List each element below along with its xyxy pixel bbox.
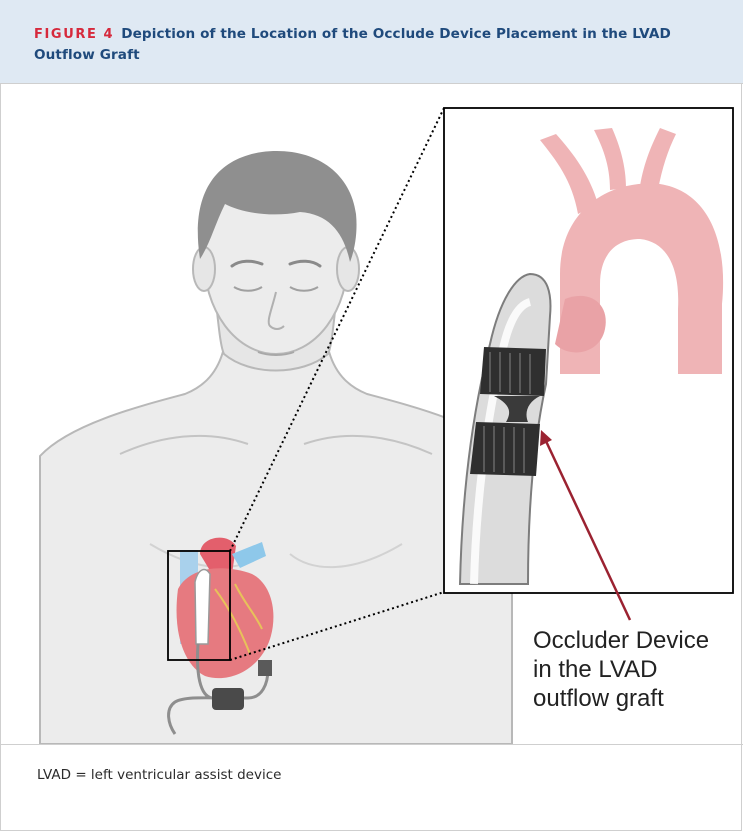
outflow-graft-small [195, 570, 210, 644]
callout-line-3: outflow graft [533, 685, 664, 712]
figure-caption: LVAD = left ventricular assist device [37, 767, 281, 783]
zoom-inset [444, 108, 733, 593]
torso [40, 348, 512, 744]
lvad-inlet [258, 660, 272, 676]
illustration-svg: Occluder Device in the LVAD outflow graf… [0, 84, 743, 744]
callout-line-1: Occluder Device [533, 627, 709, 654]
callout-line-2: in the LVAD [533, 656, 658, 683]
ear-left [193, 247, 215, 291]
figure-label: FIGURE 4 [34, 27, 114, 42]
illustration: Occluder Device in the LVAD outflow graf… [0, 84, 743, 744]
figure-title-text: Depiction of the Location of the Occlude… [34, 26, 671, 63]
pump-body [212, 688, 244, 710]
human-figure [40, 151, 512, 744]
caption-area: LVAD = left ventricular assist device [0, 744, 743, 832]
